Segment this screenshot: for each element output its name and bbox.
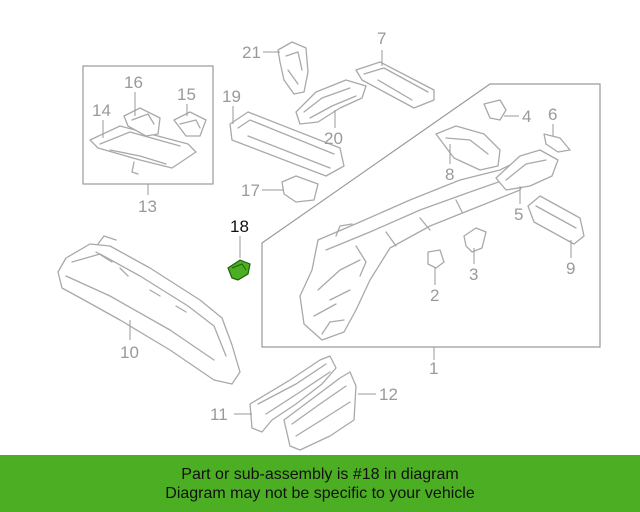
part-21 <box>277 41 309 95</box>
part-15 <box>173 111 207 137</box>
part-17 <box>281 175 319 203</box>
group-1-frame <box>261 83 601 348</box>
part-5 <box>495 149 559 191</box>
callout-14: 14 <box>92 101 111 120</box>
callout-11: 11 <box>210 405 228 424</box>
callout-3: 3 <box>469 265 478 284</box>
callout-6: 6 <box>548 105 557 124</box>
part-7 <box>355 61 435 109</box>
part-20 <box>295 79 367 125</box>
part-18-highlighted <box>227 259 251 281</box>
callout-9: 9 <box>566 259 575 278</box>
part-8 <box>435 125 501 171</box>
part-16 <box>123 107 161 137</box>
part-10 <box>57 235 241 385</box>
part-19 <box>229 111 345 177</box>
callout-18: 18 <box>230 217 249 236</box>
notice-banner: Part or sub-assembly is #18 in diagram D… <box>0 455 640 512</box>
part-2 <box>427 249 445 269</box>
callout-15: 15 <box>177 85 196 104</box>
callout-20: 20 <box>324 129 343 148</box>
part-6 <box>543 133 571 153</box>
callout-7: 7 <box>377 29 386 48</box>
part-9 <box>527 195 585 245</box>
callout-12: 12 <box>379 385 398 404</box>
part-11 <box>249 355 337 433</box>
callout-2: 2 <box>430 286 439 305</box>
leader-lines <box>102 50 572 415</box>
notice-line-1: Part or sub-assembly is #18 in diagram <box>181 465 459 483</box>
parts-diagram: 1 2 3 4 5 6 7 8 9 10 11 12 13 14 15 16 1… <box>57 29 601 451</box>
callout-1: 1 <box>429 359 438 378</box>
callout-21: 21 <box>242 43 261 62</box>
callout-16: 16 <box>124 73 143 92</box>
part-3 <box>463 227 487 253</box>
callout-19: 19 <box>222 87 241 106</box>
part-4 <box>483 99 507 121</box>
callout-10: 10 <box>120 343 139 362</box>
callout-13: 13 <box>138 197 157 216</box>
part-1 <box>299 159 531 341</box>
part-12 <box>283 371 357 451</box>
part-14 <box>89 125 197 175</box>
notice-line-2: Diagram may not be specific to your vehi… <box>165 484 475 502</box>
callout-5: 5 <box>514 205 523 224</box>
callout-4: 4 <box>522 107 531 126</box>
callout-8: 8 <box>445 165 454 184</box>
callout-17: 17 <box>241 181 260 200</box>
